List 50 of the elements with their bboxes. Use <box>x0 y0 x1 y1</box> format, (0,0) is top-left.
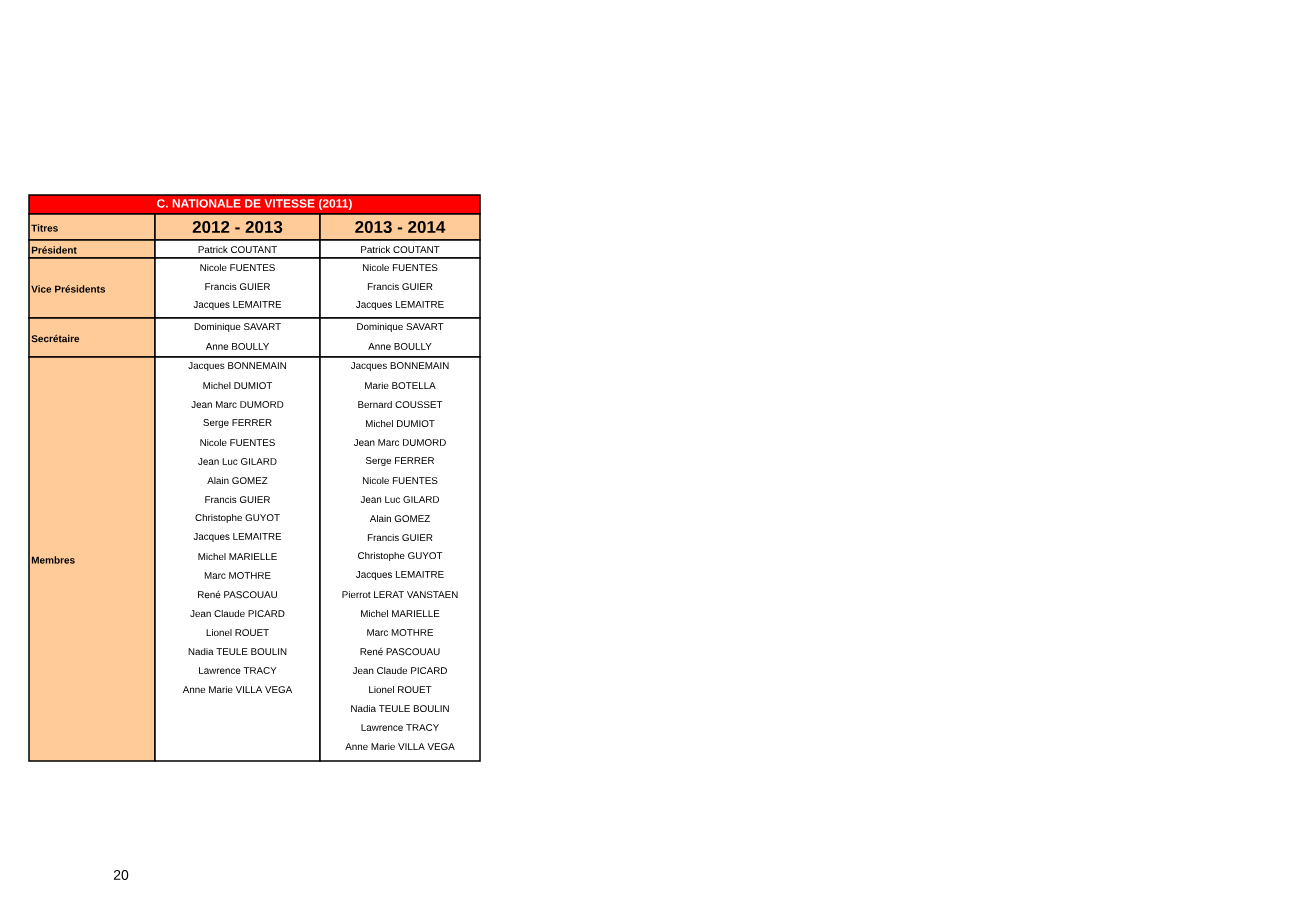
label: Anne Marie VILLA VEGA <box>182 685 293 694</box>
label: Alain GOMEZ <box>369 514 430 523</box>
label: René PASCOUAU <box>198 590 277 599</box>
label: Jean Luc GILARD <box>198 458 277 465</box>
label: Pierrot LERAT VANSTAEN <box>342 590 458 599</box>
label: Christophe GUYOT <box>358 551 443 562</box>
table-cell: Patrick COUTANT <box>154 239 321 259</box>
label: Jean Claude PICARD <box>352 666 447 675</box>
label: Christophe GUYOT <box>195 513 280 524</box>
label: Marc MOTHRE <box>367 629 434 636</box>
label: Nicole FUENTES <box>200 438 275 447</box>
label: Jacques LEMAITRE <box>193 533 282 542</box>
label: Michel MARIELLE <box>198 552 277 561</box>
label: Francis GUIER <box>205 495 270 504</box>
label: Marie BOTELLA <box>365 381 436 390</box>
label: Serge FERRER <box>203 419 272 428</box>
label: Bernard COUSSET <box>358 400 443 409</box>
label: Lionel ROUET <box>369 685 432 694</box>
row-header: Secrétaire <box>28 317 156 358</box>
table-cell: Dominique SAVART Anne BOULLY <box>154 317 321 358</box>
row-header: Titres <box>28 213 156 241</box>
label: Michel MARIELLE <box>361 609 440 618</box>
label: Marc MOTHRE <box>204 572 271 579</box>
label: Lawrence TRACY <box>361 724 439 731</box>
page-number: 20 <box>113 870 129 880</box>
label: Jean Luc GILARD <box>360 496 440 503</box>
label: Michel DUMIOT <box>203 381 273 390</box>
label: Nicole FUENTES <box>362 476 438 485</box>
label: René PASCOUAU <box>360 647 440 656</box>
table-title: C. NATIONALE DE VITESSE (2011) <box>28 194 481 215</box>
label: Lawrence TRACY <box>199 667 277 674</box>
label: Francis GUIER <box>367 533 433 542</box>
column-header: 2012 - 2013 <box>154 213 321 241</box>
label: Serge FERRER <box>365 457 435 466</box>
label: Jacques BONNEMAIN <box>350 362 449 371</box>
label: Jean Claude PICARD <box>190 609 285 618</box>
column-header: 2013 - 2014 <box>319 213 481 241</box>
label: Lionel ROUET <box>206 628 269 637</box>
label: Michel DUMIOT <box>365 419 435 428</box>
label: Jean Marc DUMORD <box>353 439 446 446</box>
label: Nadia TEULE BOULIN <box>351 704 449 713</box>
label: Anne Marie VILLA VEGA <box>345 742 455 751</box>
table-cell: Dominique SAVART Anne BOULLY <box>319 317 481 358</box>
label: Nadia TEULE BOULIN <box>188 647 287 656</box>
table-cell: Patrick COUTANT <box>319 239 481 259</box>
label: Jacques LEMAITRE <box>356 571 444 580</box>
label: Jacques BONNEMAIN <box>188 362 286 371</box>
label: Jean Marc DUMORD <box>191 401 284 408</box>
row-header: Président <box>28 239 156 259</box>
label: Alain GOMEZ <box>207 476 268 485</box>
